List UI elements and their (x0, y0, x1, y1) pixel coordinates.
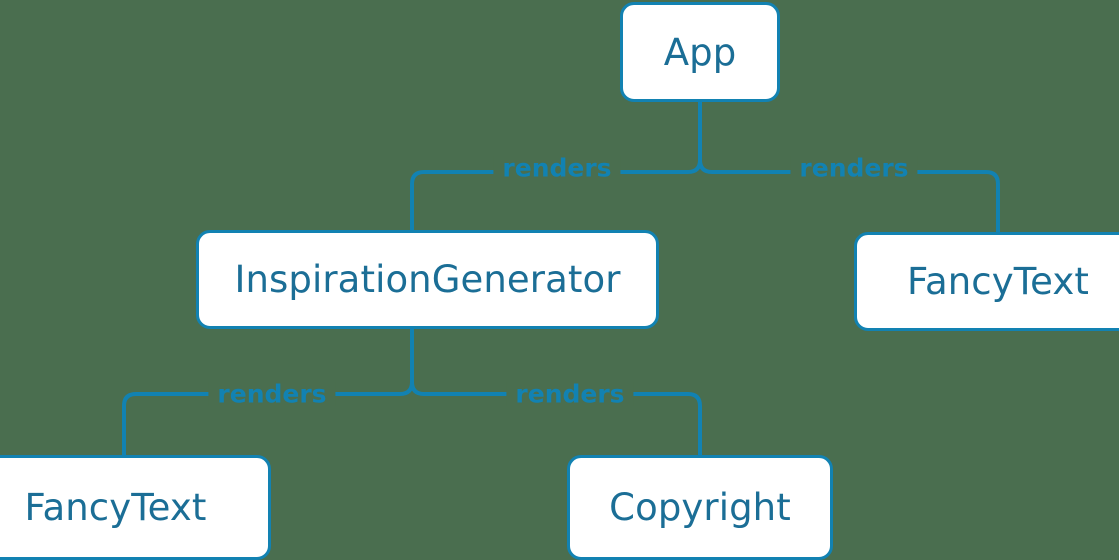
node-copyright[interactable]: Copyright (567, 455, 833, 560)
edge-label-app-inspirationgenerator: renders (493, 155, 621, 181)
node-label-fancytext-left: FancyText (24, 486, 207, 529)
edge-label-inspirationgenerator-copyright: renders (506, 381, 634, 407)
node-label-app: App (663, 30, 737, 74)
node-label-inspirationgenerator: InspirationGenerator (234, 258, 621, 301)
edge-label-inspirationgenerator-fancytext-left: renders (208, 381, 336, 407)
node-fancytext-right[interactable]: FancyText (854, 232, 1119, 331)
node-fancytext-left[interactable]: FancyText (0, 455, 271, 560)
node-label-fancytext-right: FancyText (907, 260, 1089, 303)
edge-label-app-fancytext-right: renders (790, 155, 918, 181)
node-app[interactable]: App (620, 2, 780, 102)
node-inspirationgenerator[interactable]: InspirationGenerator (196, 230, 659, 329)
node-label-copyright: Copyright (609, 486, 791, 529)
